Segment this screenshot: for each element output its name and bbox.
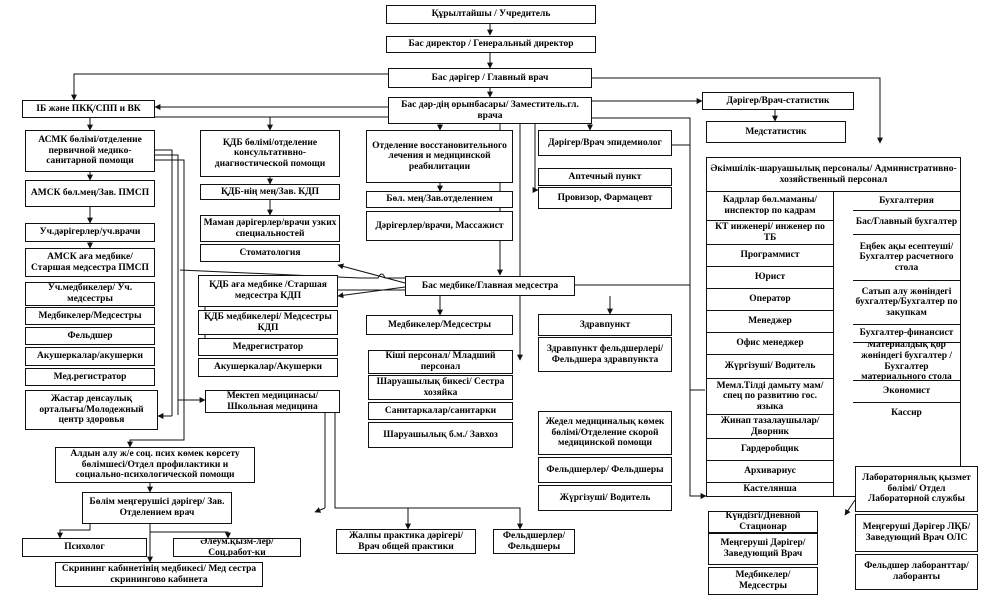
gp-box: Жалпы практика дәрігері/ Врач общей прак… [336, 529, 476, 554]
admin-left-item: Кадрлар бөл.маманы/ инспектор по кадрам [707, 192, 833, 220]
midwives-box: Акушеркалар/акушерки [25, 347, 155, 366]
admin-right-item: Материалдық қор жөніндегі бухгалтер /Бух… [853, 342, 960, 380]
prevention-head-box: Бөлім меңгерушісі дәрігер/ Зав. Отделени… [82, 492, 232, 524]
statistician-box: Дәрігер/Врач-статистик [702, 92, 854, 110]
asmk-department-box: АСМК бөлімі/отделение первичной медико-с… [25, 130, 155, 172]
admin-left-item: Кастелянша [707, 482, 833, 496]
social-workers-box: Әлеум.қызм-лер/ Соц.работ-ки [173, 538, 301, 557]
admin-left-item: Гардеробщик [707, 438, 833, 460]
day-stationary-box: Күндізгі/Дневной Стационар [708, 511, 818, 533]
kdb-head-box: ҚДБ-нің мең/Зав. КДП [200, 184, 340, 200]
prevention-box: Алдын алу ж/е соц. псих көмек көрсету бө… [55, 447, 255, 483]
admin-left-item: Программист [707, 244, 833, 266]
admin-right-item: Бухгалтер-финансист [853, 324, 960, 342]
lab-box: Лабораториялық қызмет бөлімі/ Отдел Лабо… [855, 466, 978, 512]
emergency-feldsher-box: Фельдшерлер/ Фельдшеры [538, 457, 672, 483]
general-director-box: Бас директор / Генеральный директор [386, 36, 596, 53]
admin-left-item: Жинап тазалаушылар/ Дворник [707, 414, 833, 438]
housekeeper-box: Шаруашылық бикесі/ Сестра хозяйка [368, 375, 513, 400]
admin-left-item: Юрист [707, 266, 833, 288]
kdb-senior-nurse-box: ҚДБ аға медбике /Старшая медсестра КДП [198, 275, 338, 307]
admin-left-item: Архивариус [707, 460, 833, 482]
kdb-nurses-box: ҚДБ медбикелері/ Медсестры КДП [198, 310, 338, 335]
youth-center-box: Жастар денсаулық орталығы/Молодежный цен… [25, 390, 158, 430]
medregistrator-asmk-box: Мед.регистратор [25, 368, 155, 386]
ib-box: ІБ және ПКҚ/СПП и ВК [22, 100, 155, 118]
admin-left-item: Оператор [707, 288, 833, 310]
admin-right-item: Бас/Главный бухгалтер [853, 210, 960, 234]
admin-right-item: Кассир [853, 402, 960, 424]
admin-left-item: Жүргізуші/ Водитель [707, 354, 833, 378]
zavhoz-box: Шаруашылық б.м./ Завхоз [368, 422, 513, 448]
admin-right-item: Сатып алу жөніндегі бухгалтер/Бухгалтер … [853, 280, 960, 324]
uch-nurses-box: Уч.медбикелер/ Уч. медсестры [25, 282, 155, 306]
kdb-midwives-box: Акушеркалар/Акушерки [198, 358, 338, 377]
rehab-department-box: Отделение восстановительного лечения и м… [366, 130, 513, 183]
nurses-asmk-box: Медбикелер/Медсестры [25, 307, 155, 325]
epidemiologist-box: Дәрігер/Врач эпидемиолог [538, 130, 672, 156]
admin-block: Әкімшілік-шаруашылық персоналы/ Админист… [706, 157, 961, 497]
medregistrator-kdb-box: Медрегистратор [198, 338, 338, 356]
founder-box: Құрылтайшы / Учредитель [386, 5, 596, 24]
rehab-doctors-box: Дәрігерлер/врачи, Массажист [366, 211, 513, 241]
lab-staff-box: Фельдшер лаборанттар/ лаборанты [855, 554, 978, 590]
gp-feldsher-box: Фельдшерлер/ Фельдшеры [493, 529, 575, 554]
day-nurses-box: Медбикелер/ Медсестры [708, 567, 818, 595]
lab-head-box: Меңгеруші Дәрігер ЛҚБ/ Заведующий Врач О… [855, 514, 978, 552]
kdb-department-box: ҚДБ бөлімі/отделение консультативно-диаг… [200, 130, 340, 177]
uch-doctors-box: Уч.дәрігерлер/уч.врачи [25, 223, 155, 242]
zdravpunkt-box: Здравпункт [538, 314, 672, 336]
nurses-box: Медбикелер/Медсестры [366, 315, 513, 335]
asmk-head-box: АМСК бөл.мең/Зав. ПМСП [25, 180, 155, 207]
admin-left-item: Мемл.Тілді дамыту мам/спец по развитию г… [707, 378, 833, 414]
chief-doctor-box: Бас дәрігер / Главный врач [388, 68, 592, 88]
junior-staff-box: Кіші персонал/ Младший персонал [368, 350, 513, 374]
feldsher-box: Фельдшер [25, 327, 155, 345]
specialists-box: Маман дәрігерлер/врачи узких специальнос… [200, 215, 340, 242]
admin-left-item: КТ инженері/ инженер по ТБ [707, 220, 833, 244]
school-medicine-box: Мектеп медицинасы/ Школьная медицина [205, 390, 340, 413]
emergency-driver-box: Жүргізуші/ Водитель [538, 485, 672, 511]
admin-left-item: Офис менеджер [707, 332, 833, 354]
asmk-senior-nurse-box: АМСК аға медбике/ Старшая медсестра ПМСП [25, 248, 155, 277]
day-head-box: Меңгеруші Дәрігер/ Заведующий Врач [708, 533, 818, 565]
medstatistician-box: Медстатистик [706, 121, 846, 143]
admin-left-item: Менеджер [707, 310, 833, 332]
screening-nurse-box: Скрининг кабинетінің медбикесі/ Мед сест… [55, 562, 263, 587]
admin-right-item: Еңбек ақы есептеуші/ Бухгалтер расчетног… [853, 234, 960, 280]
chief-nurse-box: Бас медбике/Главная медсестра [405, 276, 575, 296]
psychologist-box: Психолог [22, 538, 147, 557]
emergency-box: Жедел медициналық көмек бөлімі/Отделение… [538, 411, 672, 455]
deputy-box: Бас дәр-дің орынбасары/ Заместитель.гл. … [388, 97, 592, 124]
rehab-head-box: Бөл. мең/Зав.отделением [366, 191, 513, 208]
provisor-box: Провизор, Фармацевт [538, 187, 672, 209]
admin-header: Әкімшілік-шаруашылық персоналы/ Админист… [707, 158, 960, 192]
admin-right-item: Экономист [853, 380, 960, 402]
pharmacy-box: Аптечный пункт [538, 168, 672, 186]
sanitary-box: Санитаркалар/санитарки [368, 402, 513, 420]
stomatology-box: Стоматология [200, 244, 340, 262]
admin-right-item: Бухгалтерия [853, 192, 960, 210]
zdravpunkt-feldsher-box: Здравпункт фельдшерлері/ Фельдшера здрав… [538, 337, 672, 372]
